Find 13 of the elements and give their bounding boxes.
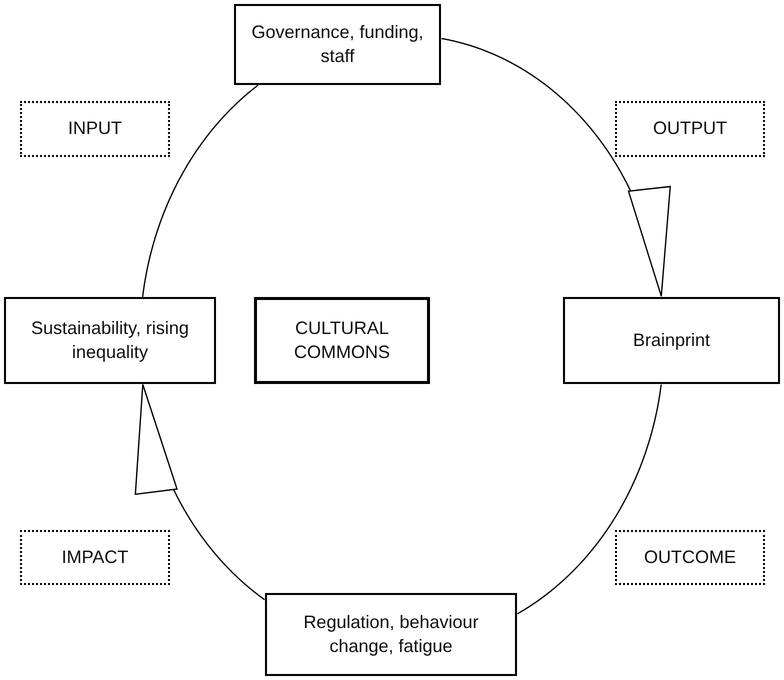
stage-label-box: INPUT [20, 101, 170, 157]
arrow [441, 38, 671, 297]
process-box: Regulation, behaviour change, fatigue [265, 593, 517, 676]
process-box: Governance, funding, staff [234, 4, 441, 85]
connector-line [517, 384, 662, 614]
process-box: Brainprint [563, 297, 780, 384]
connector-line [142, 84, 258, 297]
stage-label-box: IMPACT [20, 530, 170, 585]
process-box: Sustainability, rising inequality [4, 297, 216, 384]
stage-label-box: OUTPUT [615, 101, 765, 157]
stage-label-box: OUTCOME [615, 530, 765, 585]
central-box: CULTURAL COMMONS [254, 297, 430, 384]
arrow [134, 384, 265, 600]
